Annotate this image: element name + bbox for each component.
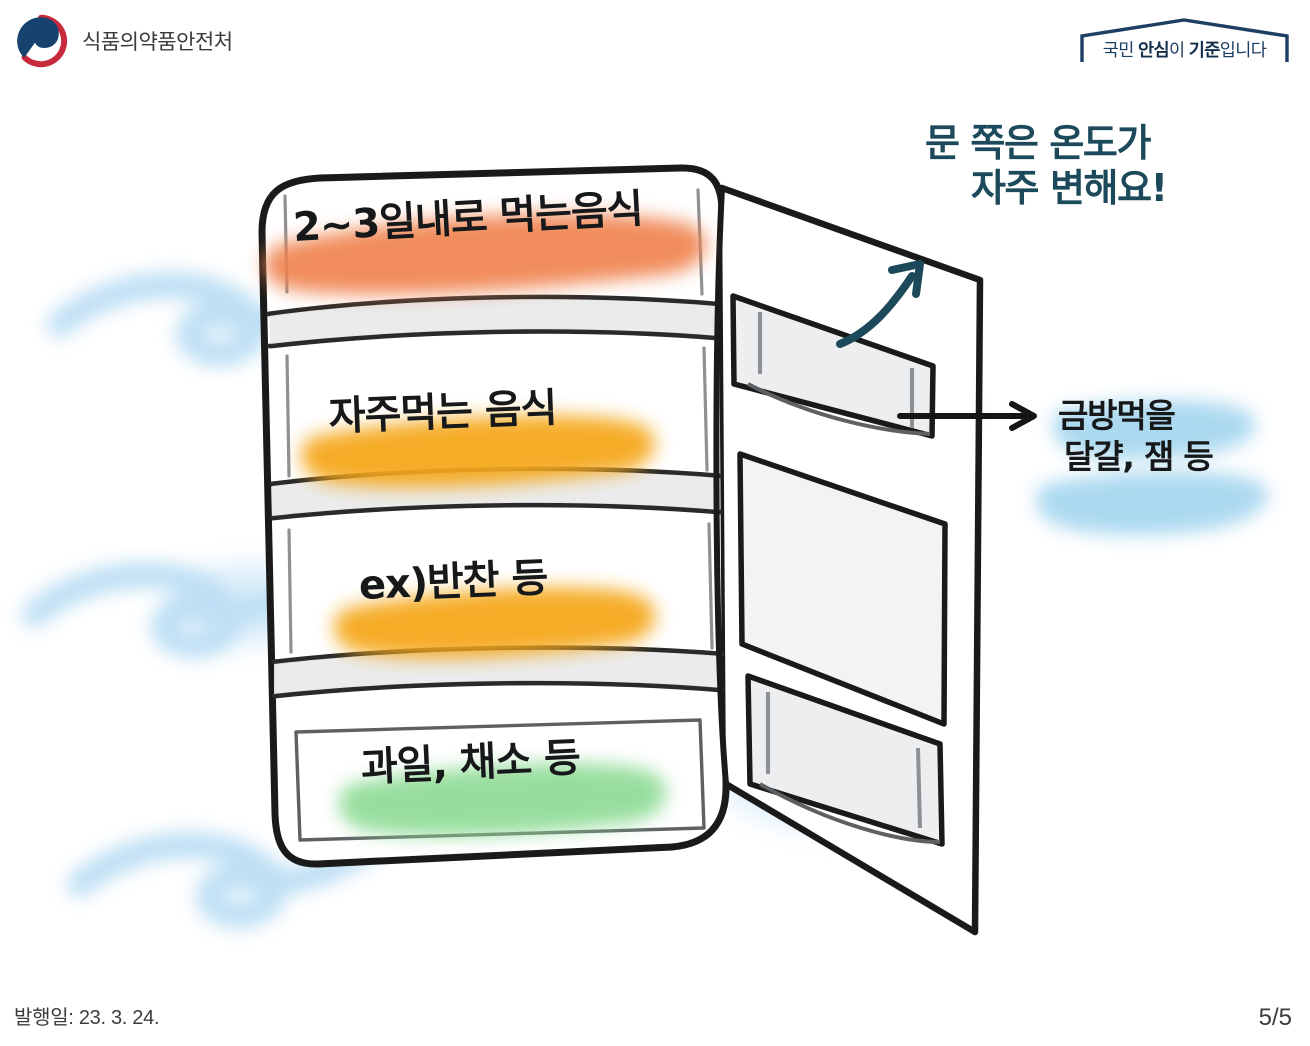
brand-lockup: 식품의약품안전처 bbox=[14, 14, 233, 68]
slogan-bold-1: 안심 bbox=[1138, 40, 1170, 60]
arrow-right-icon bbox=[897, 401, 1037, 431]
shelf-label-second: 자주먹는 음식 bbox=[327, 385, 558, 440]
slogan-bold-2: 기준 bbox=[1188, 40, 1221, 60]
agency-name: 식품의약품안전처 bbox=[82, 31, 233, 54]
slogan-text: 국민 안심이 기준입니다 bbox=[1077, 37, 1292, 62]
government-slogan: 국민 안심이 기준입니다 bbox=[1077, 16, 1292, 68]
slogan-suffix: 입니다 bbox=[1219, 40, 1267, 60]
shelf-label-third: ex)반찬 등 bbox=[357, 555, 549, 609]
page-header: 식품의약품안전처 국민 안심이 기준입니다 bbox=[0, 0, 1310, 84]
slogan-prefix: 국민 bbox=[1102, 40, 1138, 60]
note-egg-line1: 금방먹을 bbox=[1058, 396, 1176, 435]
note-door-line2: 자주 변해요! bbox=[971, 165, 1168, 210]
page-indicator: 5/5 bbox=[1258, 1004, 1292, 1031]
refrigerator-illustration: 2~3일내로 먹는음식 자주먹는 음식 ex)반찬 등 과일, 채소 등 문 쪽… bbox=[0, 84, 1310, 974]
note-door-temperature: 문 쪽은 온도가 자주 변해요! bbox=[925, 121, 1168, 210]
note-door-line1: 문 쪽은 온도가 bbox=[925, 121, 1151, 165]
note-egg-line2: 달걀, 잼 등 bbox=[1064, 436, 1214, 476]
issue-date: 발행일: 23. 3. 24. bbox=[14, 1007, 160, 1029]
note-door-shelf-items: 금방먹을 달걀, 잼 등 bbox=[1058, 396, 1214, 476]
korea-government-taegeuk-icon bbox=[17, 14, 68, 68]
roof-bracket-icon bbox=[1080, 18, 1289, 62]
blue-watercolor-swirls-icon bbox=[22, 164, 1269, 936]
slogan-mid: 이 bbox=[1169, 40, 1189, 60]
highlight-strokes bbox=[264, 213, 1269, 837]
arrow-up-right-icon bbox=[836, 260, 924, 348]
page-footer: 발행일: 23. 3. 24. 5/5 bbox=[0, 974, 1310, 1046]
